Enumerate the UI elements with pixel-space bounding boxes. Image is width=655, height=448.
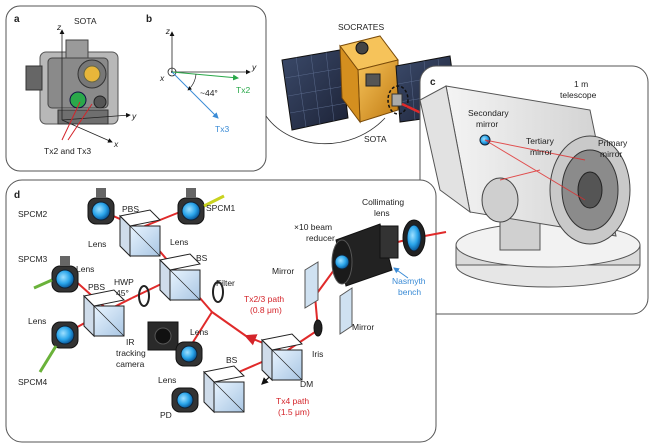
ir-label-2: tracking xyxy=(116,348,146,358)
telescope-internal-beams xyxy=(484,139,586,201)
bs-bottom-cube xyxy=(202,365,246,414)
mirror-left-label: Mirror xyxy=(272,266,294,276)
telescope-illustration xyxy=(419,85,641,288)
mirror-left-optic xyxy=(304,261,319,309)
lens-pd-label: Lens xyxy=(158,375,176,385)
nasmyth-arrow xyxy=(393,267,409,279)
panel-a-letter: a xyxy=(14,14,20,25)
collimating-lens xyxy=(402,219,426,257)
panel-b-tx2: Tx2 xyxy=(236,85,250,95)
collimating-label-2: lens xyxy=(374,208,390,218)
panel-b-letter: b xyxy=(146,14,152,25)
panel-a-callout: Tx2 and Tx3 xyxy=(44,146,91,156)
beam-reducer xyxy=(331,223,399,287)
mirror-right-label: Mirror xyxy=(352,322,374,332)
hwp-optic xyxy=(138,285,150,307)
axis-y-line xyxy=(61,112,131,121)
panel-b-axis-y: y xyxy=(251,62,257,72)
telescope-label-1: 1 m xyxy=(574,79,588,89)
spcm4-detector xyxy=(38,321,79,373)
ir-label-1: IR xyxy=(126,337,135,347)
pbs-top-cube xyxy=(118,209,162,258)
panel-a-axis-z: z xyxy=(56,22,62,32)
sota-device-illustration xyxy=(25,39,119,125)
nasmyth-label-2: bench xyxy=(398,287,421,297)
primary-mirror-label-1: Primary xyxy=(598,138,628,148)
ir-lens xyxy=(175,341,203,367)
lens-spcm1-label: Lens xyxy=(170,237,188,247)
tx3-vector xyxy=(171,71,219,119)
lens-ir-label: Lens xyxy=(190,327,208,337)
mirror-right-optic xyxy=(339,287,353,335)
pd-label: PD xyxy=(160,410,172,420)
panel-a-axis-y: y xyxy=(131,111,137,121)
tertiary-mirror-label-2: mirror xyxy=(530,147,552,157)
angle-arc xyxy=(187,73,197,91)
panel-b-angle: ~44° xyxy=(200,88,218,98)
tx2-vector xyxy=(171,71,239,81)
secondary-mirror-label-1: Secondary xyxy=(468,108,509,118)
panel-b-axis-z: z xyxy=(165,26,171,36)
iris-label: Iris xyxy=(312,349,323,359)
telescope-label-2: telescope xyxy=(560,90,597,100)
panel-c-letter: c xyxy=(430,77,436,88)
pbs-left-label: PBS xyxy=(88,282,105,292)
panel-a-title: SOTA xyxy=(74,16,97,26)
bs-mid-cube xyxy=(158,253,202,302)
lens-spcm4-label: Lens xyxy=(28,316,46,326)
filter-optic xyxy=(212,281,224,303)
socrates-satellite xyxy=(281,35,459,131)
reducer-label-2: reducer xyxy=(306,233,335,243)
lens-spcm3-label: Lens xyxy=(76,264,94,274)
bs-mid-label: BS xyxy=(196,253,208,263)
tx23-label-1: Tx2/3 path xyxy=(244,294,284,304)
panel-a-axis-x: x xyxy=(113,139,119,149)
iris-optic xyxy=(313,319,323,337)
satellite-name: SOCRATES xyxy=(338,22,384,32)
spcm3-detector xyxy=(33,256,79,293)
hwp-label-1: HWP xyxy=(114,277,134,287)
callout-line-2 xyxy=(67,103,93,141)
spcm1-label: SPCM1 xyxy=(206,203,236,213)
panel-d-letter: d xyxy=(14,190,20,201)
reducer-label-1: ×10 beam xyxy=(294,222,332,232)
primary-mirror-label-2: mirror xyxy=(600,149,622,159)
nasmyth-label-1: Nasmyth xyxy=(392,276,426,286)
ir-camera xyxy=(147,321,179,351)
collimating-label-1: Collimating xyxy=(362,197,404,207)
tx4-label-2: (1.5 μm) xyxy=(278,407,310,417)
spcm3-label: SPCM3 xyxy=(18,254,48,264)
pbs-left-cube xyxy=(82,289,126,338)
secondary-mirror-label-2: mirror xyxy=(476,119,498,129)
spcm2-label: SPCM2 xyxy=(18,209,48,219)
bs-bottom-label: BS xyxy=(226,355,238,365)
callout-line-1 xyxy=(61,101,81,141)
sota-connector xyxy=(265,115,386,145)
pd-detector xyxy=(171,387,199,413)
spcm2-detector xyxy=(87,188,115,225)
filter-label: Filter xyxy=(216,278,235,288)
panel-b-axis-x: x xyxy=(159,73,165,83)
ir-label-3: camera xyxy=(116,359,145,369)
axis-x-line xyxy=(61,119,113,143)
panel-d-frame xyxy=(5,179,437,443)
lens-spcm2-label: Lens xyxy=(88,239,106,249)
tx4-label-1: Tx4 path xyxy=(276,396,309,406)
dm-cube xyxy=(260,333,304,382)
pbs-top-label: PBS xyxy=(122,204,139,214)
satellite-payload: SOTA xyxy=(364,134,387,144)
hwp-label-2: 45° xyxy=(116,288,129,298)
spcm4-label: SPCM4 xyxy=(18,377,48,387)
dm-label: DM xyxy=(300,379,313,389)
spcm1-detector xyxy=(177,188,225,225)
tx23-label-2: (0.8 μm) xyxy=(250,305,282,315)
panel-b-tx3: Tx3 xyxy=(215,124,229,134)
tertiary-mirror-label-1: Tertiary xyxy=(526,136,555,146)
